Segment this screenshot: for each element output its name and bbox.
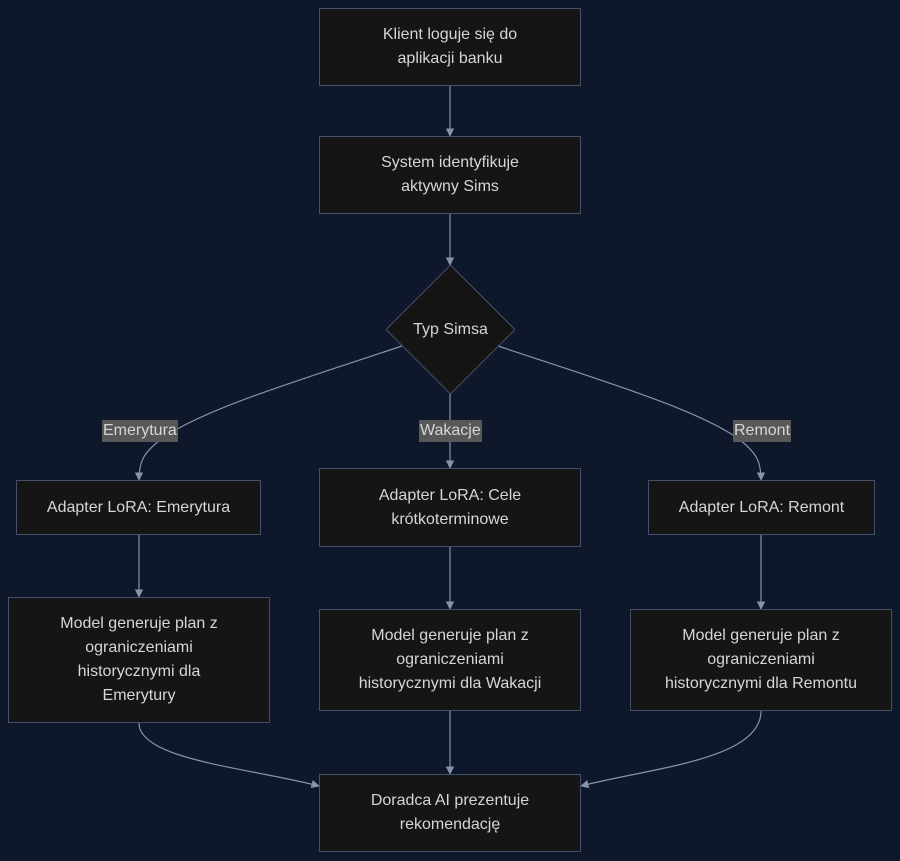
node-model-wakacje: Model generuje plan z ograniczeniami his… xyxy=(319,609,581,711)
node-model-emerytura: Model generuje plan z ograniczeniami his… xyxy=(8,597,270,723)
edge-label-wakacje: Wakacje xyxy=(419,420,482,442)
node-adapter-cele: Adapter LoRA: Cele krótkoterminowe xyxy=(319,468,581,547)
decision-diamond-shape xyxy=(386,265,515,394)
edge-model-emerytura-advisor xyxy=(138,722,320,789)
edge-model-remont-advisor xyxy=(580,710,762,789)
edge-label-emerytura: Emerytura xyxy=(102,420,178,442)
node-identify: System identyfikuje aktywny Sims xyxy=(319,136,581,214)
node-login: Klient loguje się do aplikacji banku xyxy=(319,8,581,86)
node-advisor: Doradca AI prezentuje rekomendację xyxy=(319,774,581,852)
node-adapter-emerytura: Adapter LoRA: Emerytura xyxy=(16,480,261,535)
decision-label: Typ Simsa xyxy=(413,320,488,338)
edge-label-remont: Remont xyxy=(733,420,792,442)
edge-decision-emerytura xyxy=(134,345,403,481)
node-model-remont: Model generuje plan z ograniczeniami his… xyxy=(630,609,892,711)
node-adapter-remont: Adapter LoRA: Remont xyxy=(648,480,875,535)
edge-decision-remont xyxy=(497,345,766,481)
decision-sims-type: Typ Simsa xyxy=(386,265,515,394)
